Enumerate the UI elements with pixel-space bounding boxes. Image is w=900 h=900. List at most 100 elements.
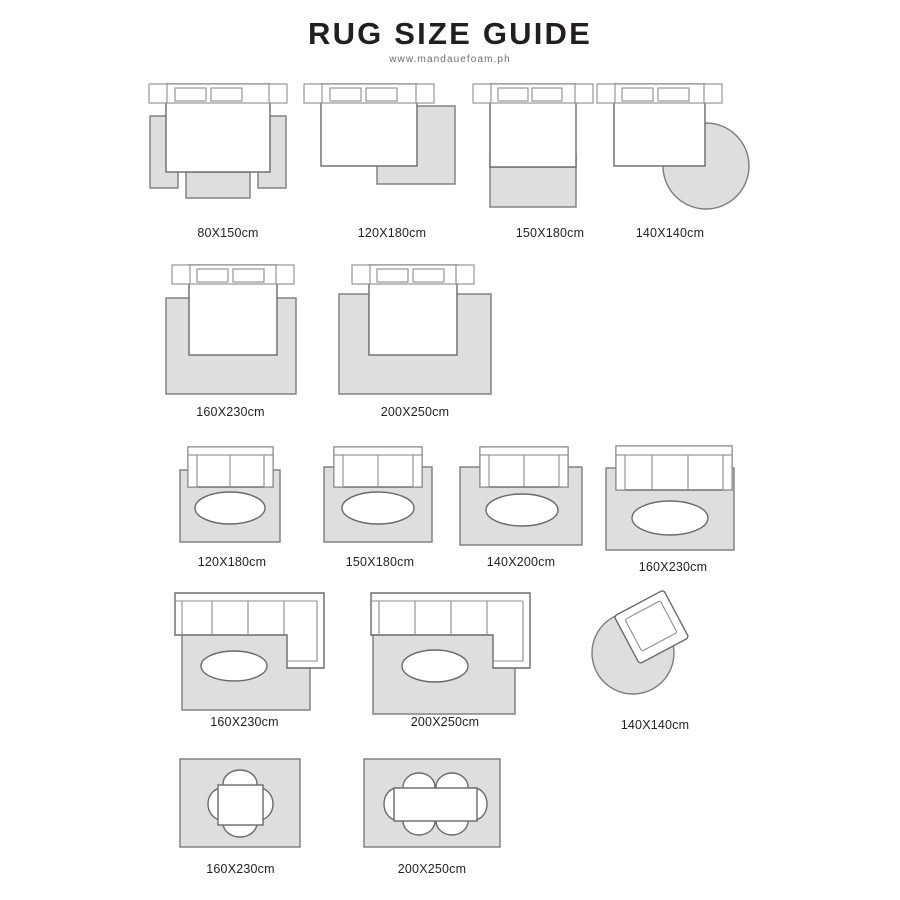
nightstand-left xyxy=(351,264,371,285)
nightstand-left xyxy=(148,83,168,104)
sofa-arm-right xyxy=(558,454,569,488)
sectional-arm-right xyxy=(287,601,318,662)
diagram-dining-160x230: 160X230cm xyxy=(178,757,303,876)
nightstand-left xyxy=(472,83,492,104)
sofa-150x180-drawing xyxy=(323,446,433,543)
nightstand-left xyxy=(596,83,616,104)
caption-sectional-200x250: 200X250cm xyxy=(410,715,480,729)
nightstand-right xyxy=(275,264,295,285)
coffee-table-oval xyxy=(194,491,266,525)
caption-dining-200x250: 200X250cm xyxy=(397,862,467,876)
diagram-bed-150x180: 150X180cm xyxy=(470,74,630,240)
dining-table-square xyxy=(217,784,264,826)
coffee-table-oval xyxy=(200,650,268,682)
sofa-arm-left xyxy=(479,454,490,488)
sectional-200x250-drawing xyxy=(370,592,531,715)
sectional-arm-left xyxy=(371,600,380,635)
armchair-group xyxy=(614,590,689,664)
pillow-left xyxy=(621,87,654,102)
pillow-right xyxy=(365,87,398,102)
coffee-table-oval xyxy=(401,649,469,683)
caption-sofa-160x230: 160X230cm xyxy=(638,560,708,574)
sofa-backrest xyxy=(615,445,733,456)
sofa-arm-left xyxy=(333,454,344,488)
sofa-160x230-drawing xyxy=(605,445,735,551)
sofa-arm-right xyxy=(412,454,423,488)
nightstand-left xyxy=(303,83,323,104)
nightstand-left xyxy=(171,264,191,285)
sofa-arm-left xyxy=(187,454,198,488)
nightstand-right xyxy=(703,83,723,104)
caption-bed-150x180: 150X180cm xyxy=(515,226,585,240)
bed-120x180-drawing xyxy=(303,83,456,185)
pillow-right xyxy=(210,87,243,102)
sofa-arm-right xyxy=(722,454,733,491)
nightstand-right xyxy=(268,83,288,104)
website-subtitle: www.mandauefoam.ph xyxy=(389,53,511,65)
bed-140x140-drawing xyxy=(596,83,750,210)
sofa-backrest xyxy=(479,446,569,456)
pillow-right xyxy=(657,87,690,102)
nightstand-right xyxy=(455,264,475,285)
pillow-left xyxy=(497,87,529,102)
sectional-160x230-drawing xyxy=(174,592,325,711)
sectional-arm-left xyxy=(175,600,183,635)
caption-bed-160x230: 160X230cm xyxy=(196,405,265,419)
diagram-bed-120x180: 120X180cm xyxy=(303,74,472,240)
rug-runner-foot xyxy=(185,171,251,199)
diagram-sofa-120x180: 120X180cm xyxy=(172,445,292,569)
dining-160x230-drawing xyxy=(179,758,301,848)
header: RUG SIZE GUIDE www.mandauefoam.ph xyxy=(0,16,900,65)
armchair-seat xyxy=(625,600,677,652)
diagram-sofa-150x180: 150X180cm xyxy=(320,445,440,569)
diagram-bed-80x150: 80X150cm xyxy=(148,74,308,240)
pillow-left xyxy=(174,87,207,102)
pillow-right xyxy=(531,87,563,102)
diagram-dining-200x250: 200X250cm xyxy=(362,757,502,876)
dining-table-rect xyxy=(393,787,478,822)
caption-armchair-140x140: 140X140cm xyxy=(620,718,690,732)
diagram-bed-200x250: 200X250cm xyxy=(325,255,525,419)
caption-sofa-150x180: 150X180cm xyxy=(345,555,415,569)
bed-200x250-drawing xyxy=(338,264,492,395)
pillow-left xyxy=(196,268,229,283)
caption-sofa-140x200: 140X200cm xyxy=(486,555,556,569)
sofa-140x200-drawing xyxy=(459,446,583,546)
sofa-120x180-drawing xyxy=(179,446,281,543)
caption-bed-120x180: 120X180cm xyxy=(357,226,427,240)
caption-bed-140x140: 140X140cm xyxy=(635,226,705,240)
diagram-sectional-160x230: 160X230cm xyxy=(172,590,337,729)
bed-160x230-drawing xyxy=(165,264,297,395)
nightstand-right xyxy=(415,83,435,104)
caption-sofa-120x180: 120X180cm xyxy=(197,555,267,569)
page-title: RUG SIZE GUIDE xyxy=(308,16,592,51)
sofa-backrest xyxy=(333,446,423,456)
pillow-left xyxy=(376,268,409,283)
nightstand-right xyxy=(574,83,594,104)
diagram-bed-140x140: 140X140cm xyxy=(596,74,770,240)
diagram-armchair-140x140: 140X140cm xyxy=(585,590,740,732)
caption-bed-200x250: 200X250cm xyxy=(380,405,450,419)
coffee-table-oval xyxy=(485,493,559,527)
armchair-140x140-drawing xyxy=(591,590,689,695)
coffee-table-oval xyxy=(341,491,415,525)
bed-150x180-drawing xyxy=(472,83,594,208)
caption-sectional-160x230: 160X230cm xyxy=(210,715,279,729)
rug-rect xyxy=(489,166,577,208)
sofa-arm-right xyxy=(263,454,274,488)
caption-dining-160x230: 160X230cm xyxy=(206,862,275,876)
bed-80x150-drawing xyxy=(148,83,288,199)
pillow-left xyxy=(329,87,362,102)
sectional-arm-right xyxy=(493,601,524,662)
diagram-bed-160x230: 160X230cm xyxy=(148,255,338,419)
diagram-sofa-140x200: 140X200cm xyxy=(456,445,586,569)
diagram-sectional-200x250: 200X250cm xyxy=(365,590,540,729)
sofa-backrest xyxy=(187,446,274,456)
diagram-sofa-160x230: 160X230cm xyxy=(598,440,748,574)
pillow-right xyxy=(412,268,445,283)
coffee-table-oval xyxy=(631,500,709,536)
dining-200x250-drawing xyxy=(363,758,501,848)
caption-bed-80x150: 80X150cm xyxy=(197,226,259,240)
pillow-right xyxy=(232,268,265,283)
